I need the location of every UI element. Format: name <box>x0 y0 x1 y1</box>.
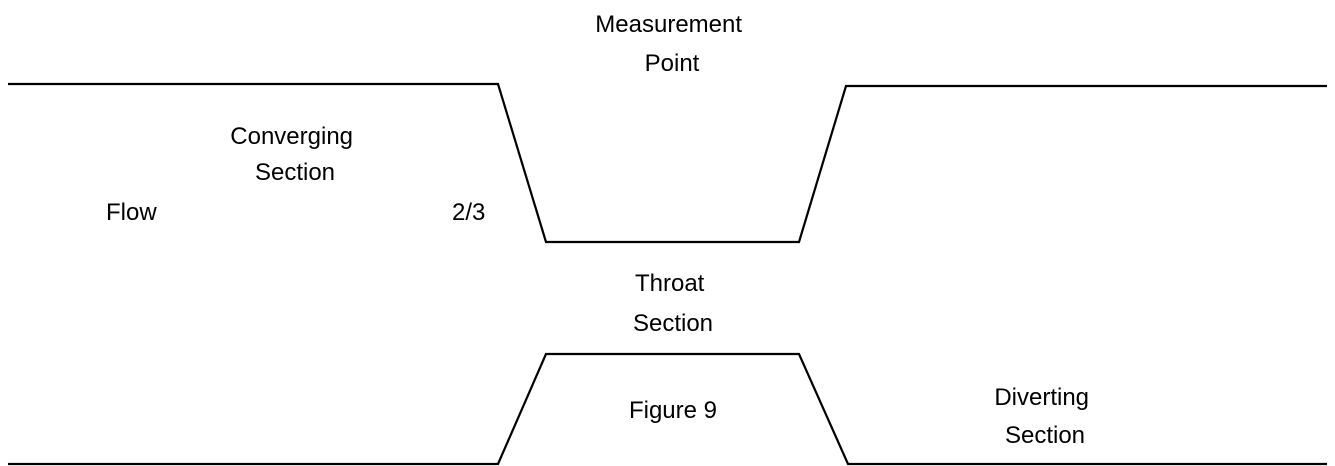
throat-label-line2: Section <box>633 310 713 337</box>
throat-section-label: Throat Section <box>633 270 713 337</box>
measurement-label-line1: Measurement <box>595 11 742 38</box>
figure-caption: Figure 9 <box>629 397 717 424</box>
ratio-label: 2/3 <box>452 199 485 226</box>
throat-label-line1: Throat <box>635 270 705 297</box>
flow-label: Flow <box>106 199 157 226</box>
measurement-label-line2: Point <box>645 50 700 77</box>
diverting-label-line1: Diverting <box>994 384 1089 411</box>
converging-label-line1: Converging <box>230 123 353 150</box>
lower-channel-wall <box>8 352 1327 466</box>
diverting-section-label: Diverting Section <box>994 384 1095 449</box>
converging-section-label: Converging Section <box>230 123 359 186</box>
measurement-point-label: Measurement Point <box>595 11 748 77</box>
converging-label-line2: Section <box>255 159 335 186</box>
upper-channel-wall <box>8 82 1327 244</box>
diverting-label-line2: Section <box>1005 422 1085 449</box>
